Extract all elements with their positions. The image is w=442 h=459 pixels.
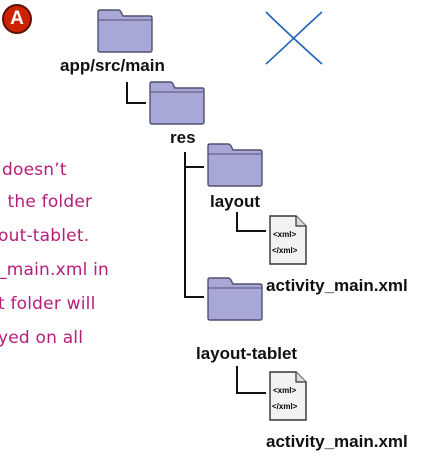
connector-tablet-horizontal — [236, 392, 266, 394]
xml-close-tag: </xml> — [272, 402, 298, 411]
connector-layout-horizontal — [236, 230, 266, 232]
folder-icon — [149, 81, 205, 125]
connector-res-vertical — [184, 152, 186, 298]
connector-tablet-vertical — [236, 366, 238, 394]
cross-icon — [265, 11, 323, 65]
folder-label-layout-tablet: layout-tablet — [196, 344, 298, 363]
note-line-1: doesn’t — [2, 160, 67, 180]
xml-file-icon: <xml> </xml> — [268, 214, 308, 266]
folder-icon — [97, 9, 153, 53]
folder-icon — [207, 143, 263, 187]
connector-root-horizontal — [126, 102, 146, 104]
file-label-layout: activity_main.xml — [266, 276, 408, 295]
folder-label-root: app/src/main — [60, 56, 165, 75]
xml-close-tag: </xml> — [272, 246, 298, 255]
xml-open-tag: <xml> — [273, 386, 297, 395]
connector-layout-vertical — [236, 212, 238, 232]
note-line-2: : the folder — [0, 192, 93, 212]
note-line-4: _main.xml in — [0, 260, 110, 280]
connector-root-vertical — [126, 82, 128, 104]
note-line-3: out-tablet. — [0, 226, 90, 246]
note-line-5: t folder will — [0, 294, 96, 314]
connector-res-layout — [184, 166, 204, 168]
connector-res-layout-tablet — [184, 296, 204, 298]
note-line-6: yed on all — [0, 328, 84, 348]
xml-open-tag: <xml> — [273, 230, 297, 239]
folder-label-layout: layout — [210, 192, 261, 211]
xml-file-icon: <xml> </xml> — [268, 370, 308, 422]
step-badge: A — [2, 4, 32, 34]
folder-label-res: res — [170, 128, 196, 147]
badge-letter: A — [10, 8, 24, 29]
folder-icon — [207, 277, 263, 321]
file-label-layout-tablet: activity_main.xml — [266, 432, 408, 451]
